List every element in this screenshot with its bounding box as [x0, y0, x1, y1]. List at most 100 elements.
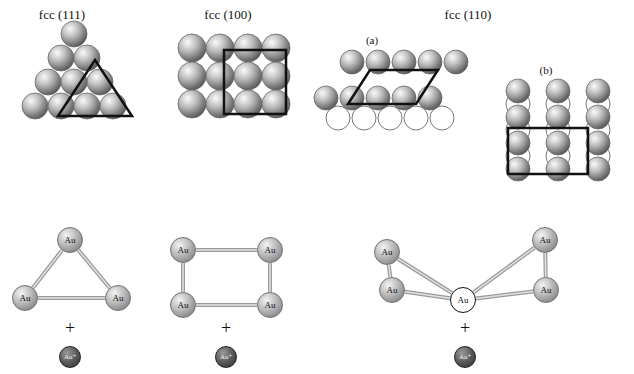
surface-atom: [48, 45, 74, 71]
surface-atom: [61, 21, 87, 47]
bond-line: [268, 263, 272, 292]
bond-highlight: [405, 292, 450, 298]
surface-atom: [546, 79, 570, 103]
gold-atom: Au: [257, 292, 283, 318]
bond-highlight: [33, 250, 62, 287]
facet-title: fcc (110): [445, 8, 492, 21]
facet-title: fcc (111): [39, 8, 85, 21]
gold-atom: Au: [533, 277, 559, 303]
bond-highlight: [38, 297, 105, 299]
surface-atom: [546, 105, 570, 129]
fcc100-surface: [178, 34, 290, 118]
surface-atom: [206, 62, 234, 90]
bond-line: [398, 259, 452, 293]
atom-label: Au: [178, 246, 189, 255]
plus-sign: +: [65, 319, 75, 337]
atom-label: Au: [178, 301, 189, 310]
unit-cell-outline: [348, 70, 438, 104]
surface-atom: [506, 79, 530, 103]
bond-highlight: [182, 263, 184, 292]
surface-atom: [366, 86, 390, 110]
bond-highlight: [269, 263, 271, 292]
view-label: (a): [366, 35, 378, 46]
gold-atom: Au: [170, 237, 196, 263]
surface-atom: [546, 131, 570, 155]
atom-label: Au: [541, 286, 552, 295]
surface-atom: [234, 62, 262, 90]
bond-highlight: [473, 248, 534, 293]
surface-atom: [178, 34, 206, 62]
surface-atom: [586, 157, 610, 181]
atom-label: Au⁺: [220, 354, 232, 361]
surface-atom: [444, 50, 468, 74]
adatom: Au: [450, 287, 476, 313]
atom-label: Au: [65, 236, 76, 245]
bond-line: [473, 248, 534, 293]
surface-atom: [234, 34, 262, 62]
view-label: (b): [540, 65, 553, 76]
atom-label: Au: [113, 294, 124, 303]
bond-line: [405, 292, 450, 298]
bond-line: [78, 250, 109, 288]
surface-atom: [546, 157, 570, 181]
surface-atom: [74, 45, 100, 71]
surface-atom: [418, 86, 442, 110]
surface-atom: [392, 86, 416, 110]
surface-atom: [586, 131, 610, 155]
surface-atom: [586, 79, 610, 103]
surface-atom: [178, 90, 206, 118]
gold-atom: Au: [12, 285, 38, 311]
bond-line: [196, 248, 257, 252]
gold-atom: Au: [257, 237, 283, 263]
bond-highlight: [196, 304, 257, 306]
atom-label: Au: [382, 248, 393, 257]
bond-highlight: [476, 292, 533, 299]
bond-line: [38, 296, 105, 300]
plus-sign: +: [221, 319, 231, 337]
gold-ion: Au⁺: [59, 346, 81, 368]
gold-atom: Au: [379, 277, 405, 303]
gold-ion: Au⁺: [215, 346, 237, 368]
surface-atom: [314, 86, 338, 110]
unit-cell-outline: [224, 50, 286, 114]
surface-atom: [506, 105, 530, 129]
surface-atom: [206, 34, 234, 62]
atom-label: Au: [265, 246, 276, 255]
bond-highlight: [389, 265, 391, 277]
bond-line: [33, 250, 62, 287]
bond-highlight: [545, 253, 547, 277]
surface-atom: [506, 157, 530, 181]
gold-atom: Au: [105, 285, 131, 311]
atom-label: Au⁺: [64, 354, 76, 361]
surface-atom: [35, 69, 61, 95]
bond-line: [543, 253, 547, 277]
surface-atom: [506, 131, 530, 155]
surface-atom: [340, 50, 364, 74]
gold-atom: Au: [170, 292, 196, 318]
plus-sign: +: [460, 319, 470, 337]
bond-line: [476, 292, 533, 299]
atom-label: Au: [540, 236, 551, 245]
surface-atom: [178, 62, 206, 90]
bond-highlight: [196, 249, 257, 251]
fcc110-side-view: [314, 50, 468, 130]
bond-highlight: [398, 259, 452, 293]
gold-atom: Au: [374, 239, 400, 265]
surface-atom: [586, 105, 610, 129]
gold-atom: Au: [532, 227, 558, 253]
surface-atom: [22, 93, 48, 119]
atom-label: Au: [387, 286, 398, 295]
bond-highlight: [78, 250, 109, 288]
atom-label: Au: [458, 296, 469, 305]
bond-line: [389, 265, 391, 277]
atom-label: Au⁺: [459, 354, 471, 361]
unit-cell-outline: [508, 128, 588, 174]
fcc110-top-view: [506, 79, 610, 181]
bond-line: [196, 303, 257, 307]
bond-line: [181, 263, 185, 292]
unit-cell-outline: [58, 60, 132, 116]
atom-label: Au: [20, 294, 31, 303]
gold-atom: Au: [57, 227, 83, 253]
